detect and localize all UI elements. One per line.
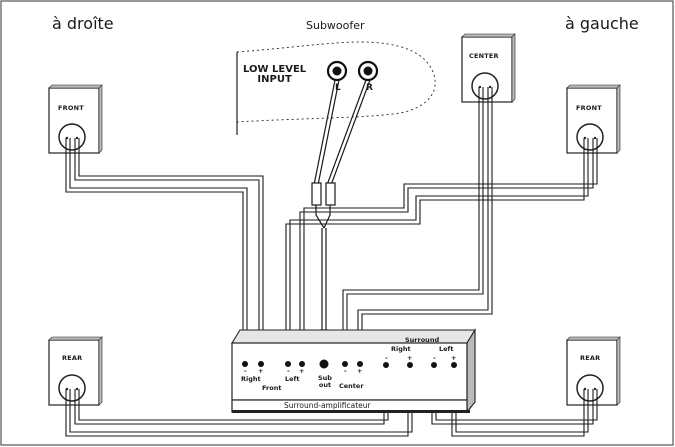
amp-center-label: Center	[339, 382, 364, 390]
input-r-label: R	[366, 83, 373, 93]
amp-surround-label: Surround	[405, 336, 440, 344]
surround-amplifier	[231, 328, 476, 414]
speaker-front-left	[566, 84, 621, 154]
speaker-center	[461, 33, 516, 103]
polarity-mark: -	[244, 367, 247, 375]
input-l-label: L	[335, 83, 341, 93]
amp-right-label: Right	[241, 375, 261, 383]
rca-jack-right	[357, 60, 379, 82]
amplifier-name: Surround-amplificateur	[284, 401, 371, 410]
speaker-rear-right	[48, 336, 103, 406]
right-side-label: à droîte	[52, 14, 114, 33]
polarity-mark: +	[357, 367, 363, 375]
amp-surround-right-label: Right	[391, 345, 411, 353]
polarity-mark: -	[433, 354, 436, 362]
polarity-mark: +	[451, 354, 457, 362]
left-side-label: à gauche	[565, 14, 639, 33]
amp-front-label: Front	[262, 384, 282, 392]
polarity-mark: -	[344, 367, 347, 375]
rear-left-speaker-label: REAR	[580, 354, 601, 362]
low-level-input-label: LOW LEVEL INPUT	[243, 64, 307, 85]
polarity-mark: -	[287, 367, 290, 375]
front-right-speaker-label: FRONT	[58, 104, 84, 112]
polarity-mark: -	[385, 354, 388, 362]
amp-left-label: Left	[285, 375, 300, 383]
rear-right-speaker-label: REAR	[62, 354, 83, 362]
rca-jack-left	[326, 60, 348, 82]
subwoofer-label: Subwoofer	[306, 19, 365, 32]
amp-sub-out-label: Sub out	[318, 374, 332, 389]
subwoofer-outline	[236, 41, 436, 135]
polarity-mark: +	[407, 354, 413, 362]
amp-surround-left-label: Left	[439, 345, 454, 353]
center-speaker-label: CENTER	[469, 52, 499, 60]
polarity-mark: +	[299, 367, 305, 375]
speaker-rear-left	[566, 336, 621, 406]
polarity-mark: +	[258, 367, 264, 375]
front-left-speaker-label: FRONT	[576, 104, 602, 112]
